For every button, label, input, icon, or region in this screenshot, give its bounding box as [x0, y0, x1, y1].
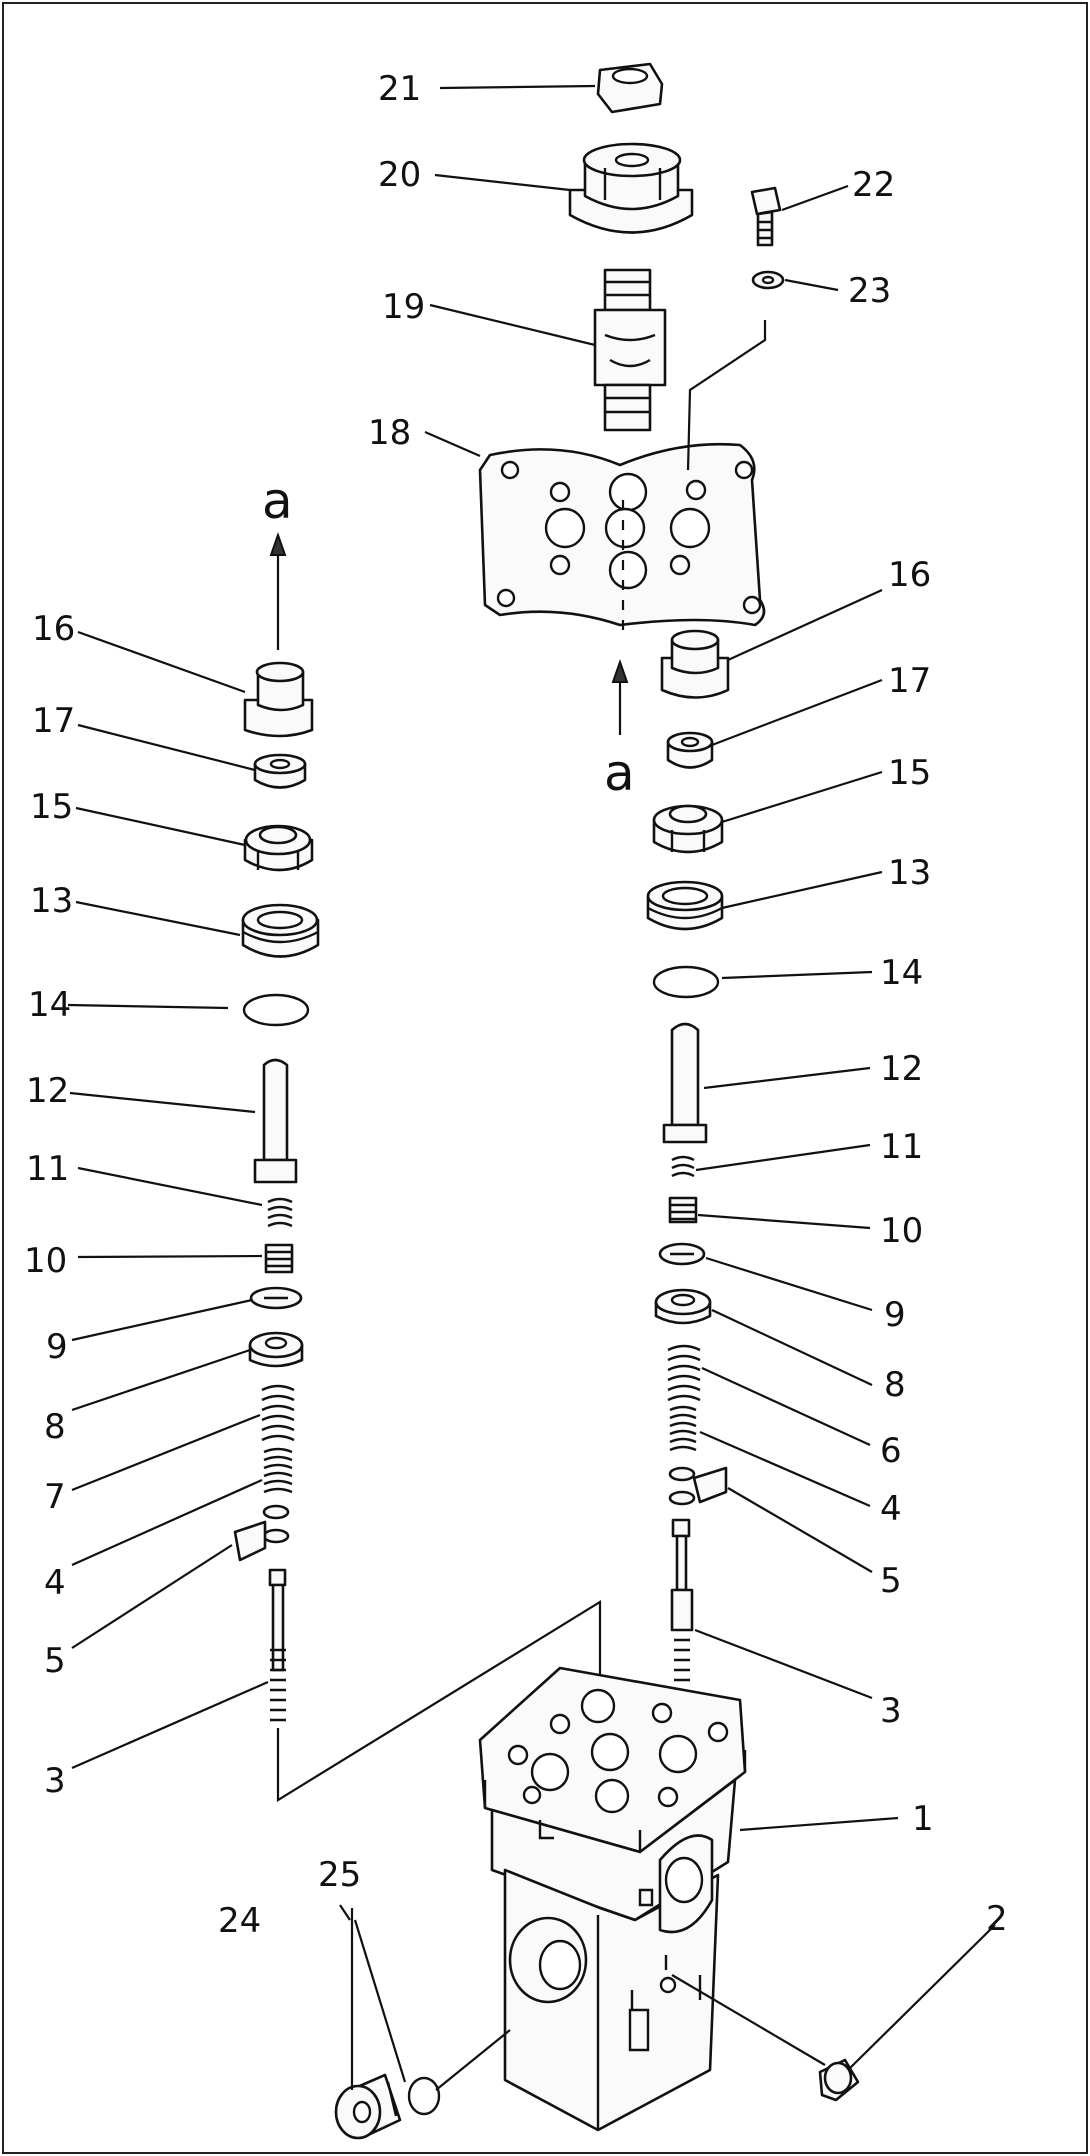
part-25-o-ring [407, 2076, 441, 2116]
part-7-left [261, 1384, 295, 1442]
part-19-universal-joint [593, 268, 667, 432]
part-1-valve-body [478, 1666, 747, 2132]
callout-14-right: 14 [880, 953, 923, 993]
callout-12-left: 12 [26, 1071, 69, 1111]
callout-11-left: 11 [26, 1149, 69, 1189]
callout-1: 1 [912, 1799, 934, 1839]
callout-7-left: 7 [44, 1477, 66, 1517]
callout-8-right: 8 [884, 1365, 906, 1405]
callout-16-right: 16 [888, 555, 931, 595]
view-arrow-right [611, 658, 629, 735]
assembly-line-left [276, 1600, 602, 1802]
part-11-right [671, 1155, 695, 1178]
part-11-left [267, 1197, 293, 1228]
callout-11-right: 11 [880, 1127, 923, 1167]
part-13-left [241, 903, 320, 958]
part-15-left [243, 824, 314, 872]
callout-17-right: 17 [888, 661, 931, 701]
callout-14-left: 14 [28, 985, 71, 1025]
callout-9-right: 9 [884, 1295, 906, 1335]
part-10-left [264, 1243, 294, 1274]
callout-4-left: 4 [44, 1563, 66, 1603]
part-9-left [249, 1286, 303, 1310]
part-10-right [668, 1196, 698, 1224]
callout-labels: 21 20 19 18 22 23 a a 16 17 15 13 14 12 … [24, 69, 1008, 1941]
callout-2: 2 [986, 1899, 1008, 1939]
callout-17-left: 17 [32, 701, 75, 741]
leader-lines [67, 84, 996, 2091]
part-4-left [262, 1504, 290, 1544]
part-24-plug [334, 2073, 402, 2140]
callout-22: 22 [852, 165, 895, 205]
part-8-left [248, 1331, 304, 1368]
callout-4-right: 4 [880, 1489, 902, 1529]
callout-5-right: 5 [880, 1561, 902, 1601]
part-3-left [268, 1568, 287, 1722]
part-5-left [233, 1520, 267, 1562]
part-17-left [253, 753, 307, 789]
view-marker-right: a [604, 744, 635, 802]
part-6-right [667, 1344, 701, 1402]
view-marker-left: a [262, 472, 293, 530]
part-22-bolt [750, 186, 782, 247]
callout-13-left: 13 [30, 881, 73, 921]
callout-19: 19 [382, 287, 425, 327]
part-23-washer [751, 270, 785, 290]
callout-24: 24 [218, 1901, 261, 1941]
part-20-cap [568, 142, 694, 234]
callout-15-left: 15 [30, 787, 73, 827]
callout-3-left: 3 [44, 1761, 66, 1801]
callout-6-right: 6 [880, 1431, 902, 1471]
callout-20: 20 [378, 155, 421, 195]
callout-18: 18 [368, 413, 411, 453]
part-14-right [652, 965, 720, 999]
part-17-right [666, 731, 714, 769]
callout-16-left: 16 [32, 609, 75, 649]
callout-13-right: 13 [888, 853, 931, 893]
callout-9-left: 9 [46, 1327, 68, 1367]
part-21-nut [596, 62, 664, 114]
callout-3-right: 3 [880, 1691, 902, 1731]
callout-8-left: 8 [44, 1407, 66, 1447]
callout-10-right: 10 [880, 1211, 923, 1251]
part-12-left [253, 1058, 298, 1184]
part-8-right [654, 1288, 712, 1325]
callout-21: 21 [378, 69, 421, 109]
part-16-left [243, 661, 314, 738]
callout-12-right: 12 [880, 1049, 923, 1089]
part-14-left [242, 993, 310, 1027]
callout-25: 25 [318, 1855, 361, 1895]
part-5-right [692, 1466, 728, 1504]
callout-15-right: 15 [888, 753, 931, 793]
part-13-right [646, 880, 724, 931]
part-16-right [660, 629, 730, 699]
part-2-plug [818, 2058, 860, 2102]
part-6-left [263, 1447, 293, 1494]
part-18-plate [478, 442, 766, 627]
part-4-right [668, 1405, 697, 1506]
part-3-right [670, 1518, 694, 1682]
callout-23: 23 [848, 271, 891, 311]
view-arrow-left [269, 531, 287, 650]
part-12-right [662, 1022, 708, 1144]
callout-5-left: 5 [44, 1641, 66, 1681]
part-15-right [652, 804, 724, 854]
callout-10-left: 10 [24, 1241, 67, 1281]
part-9-right [658, 1242, 706, 1266]
